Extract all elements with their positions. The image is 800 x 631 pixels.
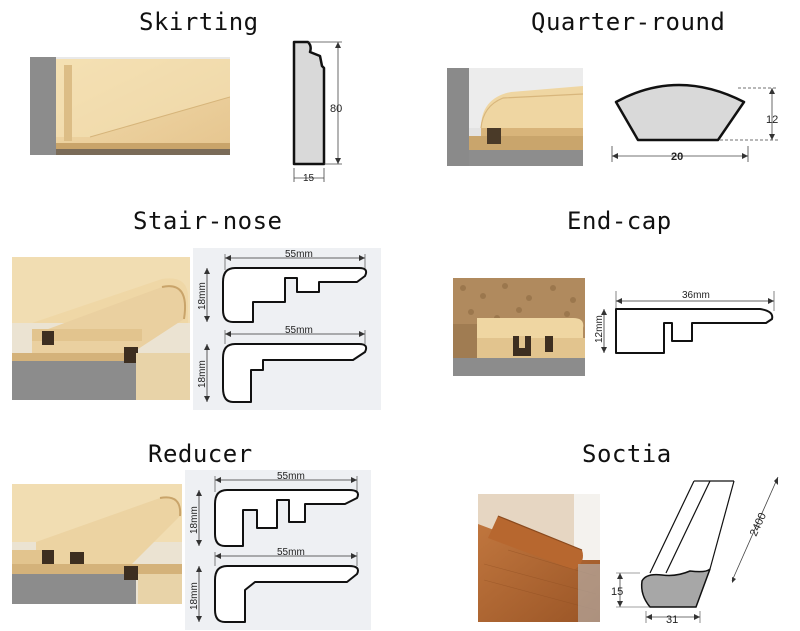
stair-nose-photo — [12, 257, 190, 400]
title-skirting: Skirting — [139, 8, 259, 36]
end-cap-diagram: 36mm 12mm — [594, 290, 775, 354]
soctia-diagram: 2400 15 31 — [611, 476, 779, 625]
quarter-round-profile-diagram: 12 20 — [611, 83, 778, 163]
reducer-top-width-label: 55mm — [277, 471, 305, 482]
end-cap-photo — [453, 278, 585, 376]
reducer-diagram: 55mm 18mm 55mm 18mm — [185, 470, 371, 630]
reducer-top-height-label: 18mm — [189, 506, 200, 534]
quarter-height-label: 12 — [766, 114, 778, 126]
title-reducer: Reducer — [148, 440, 253, 468]
reducer-photo — [12, 484, 182, 604]
stair-nose-diagram: 55mm 18mm 55mm 18mm — [193, 248, 381, 410]
skirting-photo — [30, 57, 230, 155]
reducer-bottom-width-label: 55mm — [277, 547, 305, 558]
soctia-height-label: 15 — [611, 586, 623, 598]
endcap-width-label: 36mm — [682, 290, 710, 301]
reducer-bottom-height-label: 18mm — [189, 582, 200, 610]
stair-bottom-height-label: 18mm — [197, 360, 208, 388]
title-soctia: Soctia — [582, 440, 672, 468]
quarter-width-label: 20 — [671, 151, 683, 163]
skirting-width-label: 15 — [303, 173, 315, 184]
title-quarter-round: Quarter-round — [531, 8, 726, 36]
quarter-round-photo — [447, 68, 583, 166]
soctia-length-label: 2400 — [748, 511, 769, 538]
skirting-height-label: 80 — [330, 103, 342, 115]
skirting-profile-diagram: 80 15 — [292, 40, 342, 184]
stair-bottom-width-label: 55mm — [285, 325, 313, 336]
title-end-cap: End-cap — [567, 207, 672, 235]
soctia-photo — [478, 494, 600, 622]
endcap-height-label: 12mm — [594, 315, 605, 343]
stair-top-width-label: 55mm — [285, 249, 313, 260]
title-stair-nose: Stair-nose — [133, 207, 283, 235]
soctia-width-label: 31 — [666, 614, 678, 625]
stair-top-height-label: 18mm — [197, 282, 208, 310]
